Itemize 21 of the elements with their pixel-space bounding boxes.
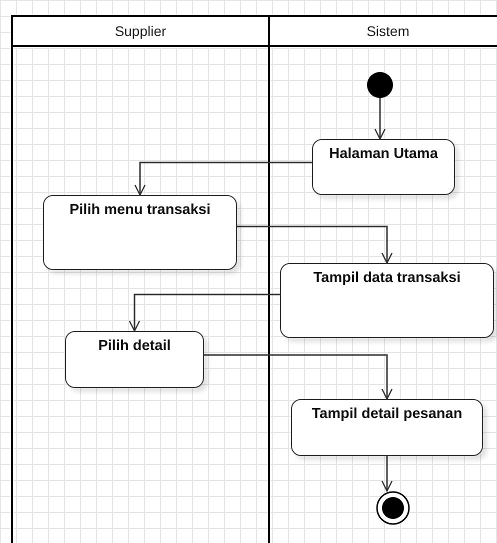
end-node — [376, 491, 410, 525]
arrow — [128, 294, 280, 332]
activity-box — [312, 139, 455, 195]
arrow — [237, 226, 393, 264]
activity-box — [65, 331, 204, 388]
activity-box — [280, 263, 494, 338]
activity-label: Tampil detail pesanan — [312, 406, 462, 422]
start-node — [367, 72, 393, 98]
arrow — [374, 98, 386, 140]
activity-box — [291, 399, 483, 456]
activity-box — [43, 195, 237, 270]
activity-label: Halaman Utama — [329, 146, 438, 162]
arrow — [381, 456, 393, 492]
activity-label: Pilih detail — [98, 338, 171, 354]
swimlane — [11, 15, 270, 543]
arrow — [204, 354, 393, 400]
lane-header: Supplier — [13, 17, 268, 47]
activity-label: Tampil data transaksi — [313, 270, 461, 286]
lane-header: Sistem — [270, 17, 497, 47]
activity-label: Pilih menu transaksi — [69, 202, 211, 218]
arrow — [134, 162, 312, 196]
